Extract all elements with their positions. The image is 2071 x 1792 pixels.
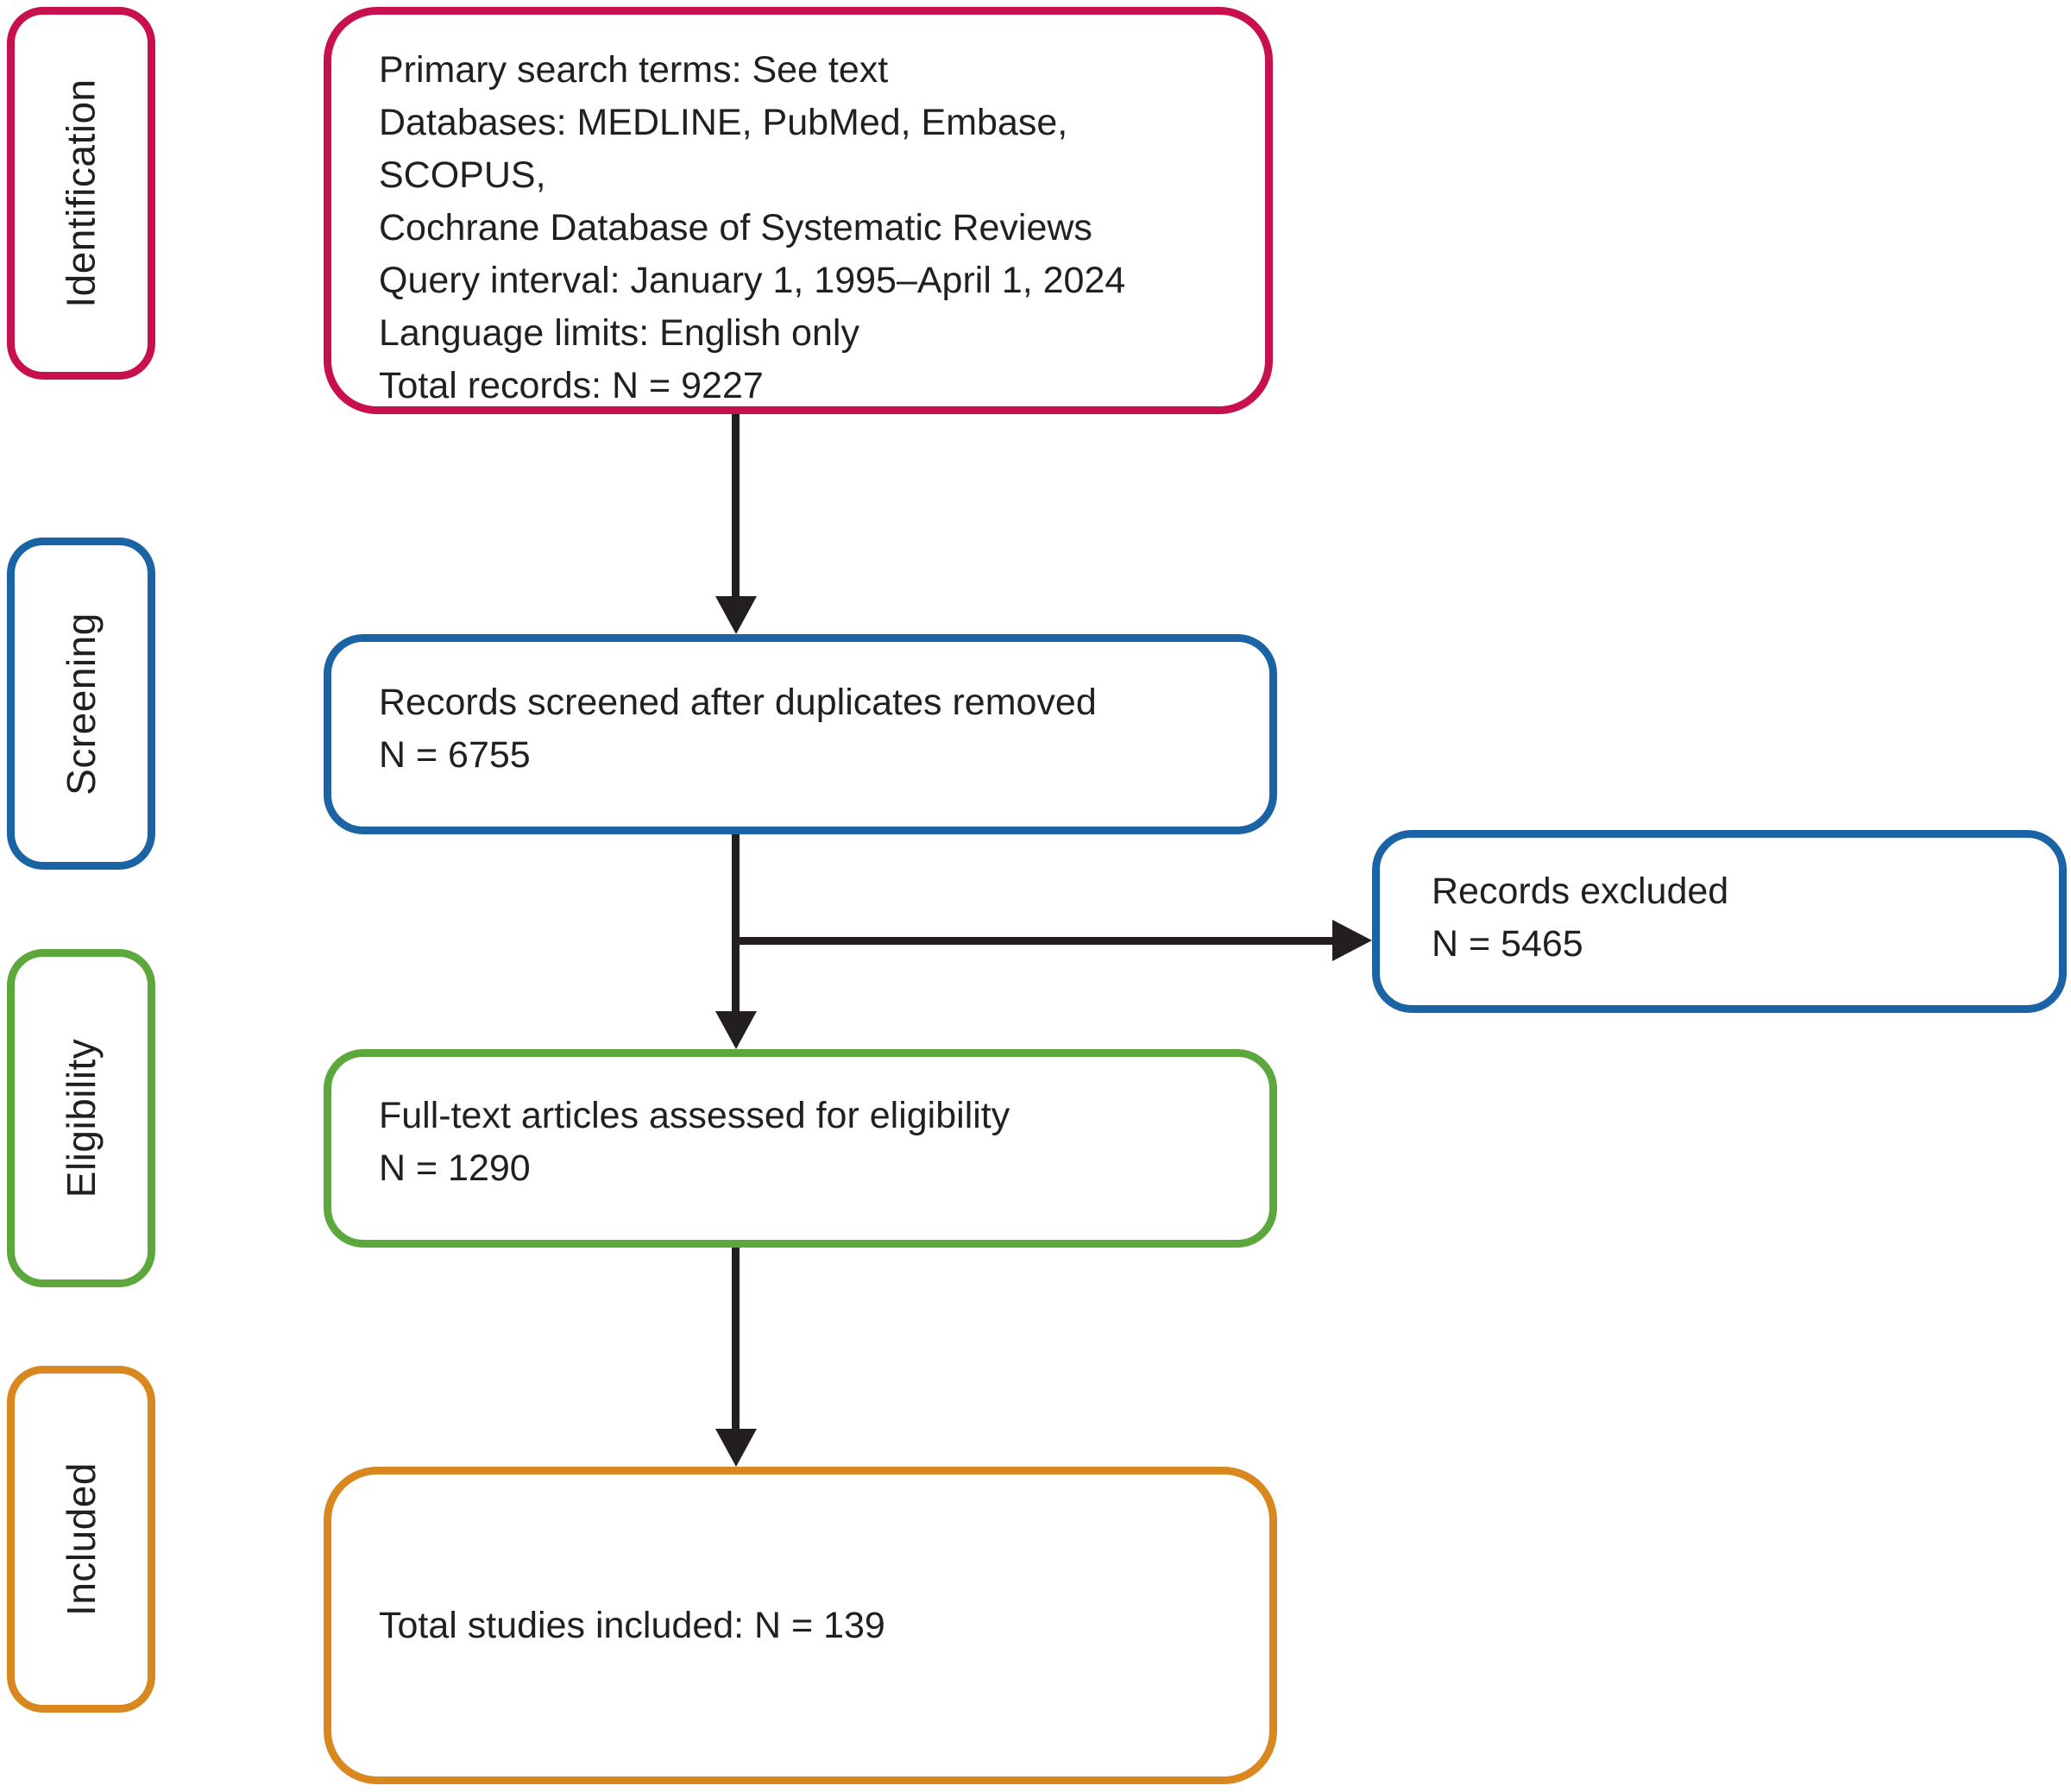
records-screened-count: N = 6755 [379, 734, 531, 776]
arrowhead-down-icon [715, 1011, 757, 1049]
records-excluded-line: Records excluded [1432, 871, 1729, 912]
fulltext-eligibility-line: Full-text articles assessed for eligibil… [379, 1095, 1010, 1136]
arrow-line [732, 834, 740, 1011]
arrowhead-down-icon [715, 1429, 757, 1467]
identification-line: Databases: MEDLINE, PubMed, Embase, SCOP… [379, 102, 1068, 196]
stage-label-identification: Identification [59, 79, 104, 308]
identification-line: Cochrane Database of Systematic Reviews [379, 207, 1092, 248]
stage-label-screening: Screening [59, 612, 104, 795]
identification-summary-box: Primary search terms: See text Databases… [324, 7, 1273, 414]
stage-label-included: Included [59, 1462, 104, 1616]
fulltext-eligibility-box: Full-text articles assessed for eligibil… [324, 1049, 1277, 1248]
total-included-box: Total studies included: N = 139 [324, 1467, 1277, 1784]
stage-label-eligibility: Eligibility [59, 1038, 104, 1198]
identification-line: Query interval: January 1, 1995–April 1,… [379, 260, 1126, 301]
stage-box-included: Included [7, 1366, 155, 1713]
arrow-line [735, 937, 1336, 945]
arrowhead-right-icon [1332, 920, 1372, 961]
arrowhead-down-icon [715, 596, 757, 634]
records-excluded-box: Records excluded N = 5465 [1372, 830, 2067, 1013]
arrow-line [732, 414, 740, 596]
stage-box-screening: Screening [7, 538, 155, 870]
arrow-line [732, 1248, 740, 1429]
stage-box-eligibility: Eligibility [7, 949, 155, 1287]
fulltext-eligibility-count: N = 1290 [379, 1148, 531, 1189]
identification-line: Language limits: English only [379, 312, 859, 354]
records-screened-box: Records screened after duplicates remove… [324, 634, 1277, 834]
identification-line: Primary search terms: See text [379, 49, 889, 91]
identification-line: Total records: N = 9227 [379, 365, 764, 406]
records-excluded-count: N = 5465 [1432, 923, 1583, 965]
total-included-line: Total studies included: N = 139 [379, 1604, 885, 1646]
stage-box-identification: Identification [7, 7, 155, 380]
records-screened-line: Records screened after duplicates remove… [379, 682, 1097, 723]
